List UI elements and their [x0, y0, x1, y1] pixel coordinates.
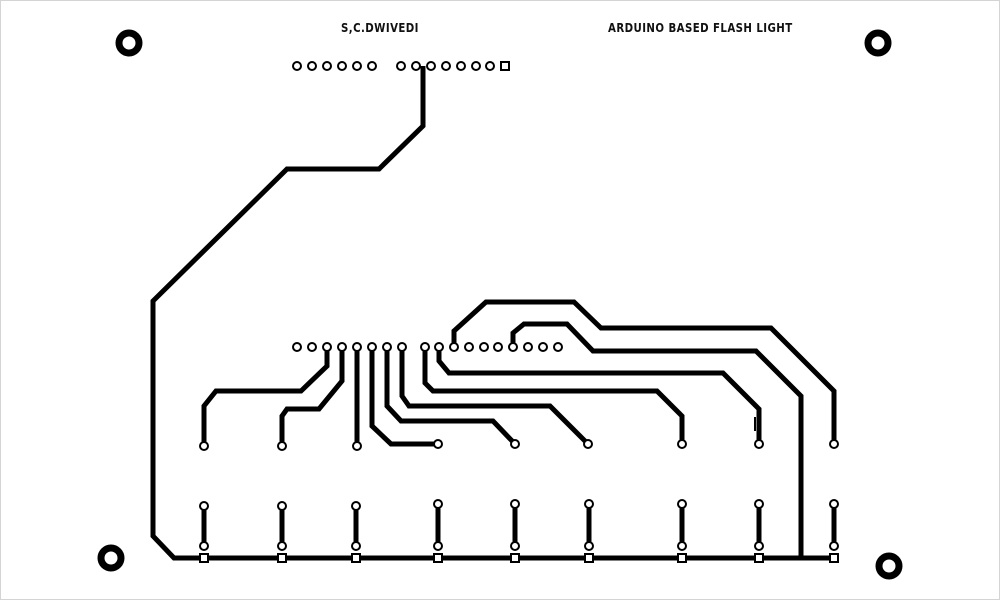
header-pad	[441, 61, 451, 71]
header-pad	[523, 342, 533, 352]
header-square-pad	[500, 61, 510, 71]
copper-trace	[399, 347, 590, 446]
mounting-hole	[115, 29, 143, 57]
resistor-pad	[510, 541, 520, 551]
header-pad	[397, 342, 407, 352]
header-pad	[471, 61, 481, 71]
mounting-hole	[864, 29, 892, 57]
header-pad	[479, 342, 489, 352]
header-pad	[337, 61, 347, 71]
led-square-pad	[829, 553, 839, 563]
marker-line	[754, 417, 756, 431]
resistor-pad	[351, 541, 361, 551]
led-square-pad	[584, 553, 594, 563]
resistor-pad	[829, 541, 839, 551]
header-pad	[292, 61, 302, 71]
copper-trace	[422, 347, 685, 444]
ground-trace	[150, 66, 834, 561]
led-square-pad	[754, 553, 764, 563]
resistor-pad	[199, 501, 209, 511]
header-pad	[322, 342, 332, 352]
led-square-pad	[433, 553, 443, 563]
copper-trace	[384, 347, 517, 446]
resistor-pad	[277, 501, 287, 511]
resistor-pad	[584, 499, 594, 509]
resistor-pad	[277, 541, 287, 551]
header-pad	[322, 61, 332, 71]
resistor-pad	[351, 501, 361, 511]
designer-label: S,C.DWIVEDI	[341, 21, 419, 35]
header-pad	[456, 61, 466, 71]
resistor-pad	[433, 499, 443, 509]
copper-trace	[451, 299, 837, 444]
led-square-pad	[351, 553, 361, 563]
resistor-pad	[754, 499, 764, 509]
led-square-pad	[277, 553, 287, 563]
led-square-pad	[510, 553, 520, 563]
copper-trace	[201, 347, 330, 446]
led-square-pad	[199, 553, 209, 563]
led-square-pad	[677, 553, 687, 563]
component-pad	[677, 439, 687, 449]
header-pad	[307, 61, 317, 71]
header-pad	[411, 61, 421, 71]
copper-trace	[510, 321, 804, 558]
copper-trace	[436, 347, 762, 444]
header-pad	[464, 342, 474, 352]
header-pad	[426, 61, 436, 71]
resistor-pad	[677, 499, 687, 509]
header-pad	[367, 342, 377, 352]
header-pad	[337, 342, 347, 352]
component-pad	[433, 439, 443, 449]
header-pad	[553, 342, 563, 352]
header-pad	[508, 342, 518, 352]
header-pad	[493, 342, 503, 352]
header-pad	[420, 342, 430, 352]
header-pad	[352, 342, 362, 352]
header-pad	[396, 61, 406, 71]
component-pad	[510, 439, 520, 449]
component-pad	[352, 441, 362, 451]
mounting-hole	[875, 552, 903, 580]
header-pad	[352, 61, 362, 71]
header-pad	[367, 61, 377, 71]
resistor-pad	[433, 541, 443, 551]
copper-trace	[279, 347, 345, 446]
header-pad	[485, 61, 495, 71]
component-pad	[277, 441, 287, 451]
resistor-pad	[829, 499, 839, 509]
header-pad	[538, 342, 548, 352]
resistor-pad	[754, 541, 764, 551]
copper-trace	[369, 347, 438, 447]
title-label: ARDUINO BASED FLASH LIGHT	[608, 21, 793, 35]
header-pad	[382, 342, 392, 352]
header-pad	[307, 342, 317, 352]
resistor-pad	[510, 499, 520, 509]
component-pad	[583, 439, 593, 449]
header-pad	[434, 342, 444, 352]
component-pad	[199, 441, 209, 451]
component-pad	[829, 439, 839, 449]
header-pad	[292, 342, 302, 352]
mounting-hole	[97, 544, 125, 572]
header-pad	[449, 342, 459, 352]
resistor-pad	[584, 541, 594, 551]
component-pad	[754, 439, 764, 449]
resistor-pad	[677, 541, 687, 551]
resistor-pad	[199, 541, 209, 551]
